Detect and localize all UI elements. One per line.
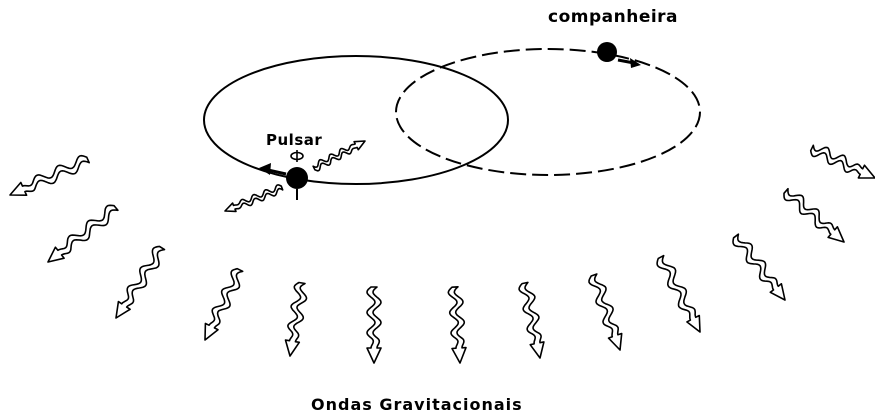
gravitational-wave-arrow-icon [205, 269, 243, 340]
companion-star [597, 42, 617, 62]
gravitational-wave-arrow-icon [286, 283, 307, 357]
pulsar-star [286, 167, 308, 189]
gravitational-waves [10, 145, 875, 363]
gravitational-wave-arrow-icon [10, 156, 89, 196]
gravitational-wave-arrow-icon [448, 287, 466, 363]
pulsar-label: Pulsar [266, 131, 322, 149]
gravitational-wave-arrow-icon [48, 205, 118, 262]
gravitational-wave-arrow-icon [657, 256, 700, 332]
gravitational-wave-arrow-icon [589, 274, 622, 350]
pulsar-orbit [204, 56, 508, 184]
pulsar-beam-lower [225, 185, 283, 212]
companion-velocity-arrow [618, 58, 641, 68]
gravitational-wave-arrow-icon [519, 282, 544, 358]
companion-label: companheira [548, 7, 678, 27]
gravitational-wave-arrow-icon [811, 145, 875, 178]
spin-icon [291, 150, 303, 162]
gravitational-wave-arrow-icon [784, 189, 844, 242]
waves-label: Ondas Gravitacionais [311, 395, 523, 414]
gravitational-wave-arrow-icon [367, 287, 381, 363]
companion-orbit [396, 49, 700, 175]
gravitational-wave-arrow-icon [116, 246, 165, 318]
gravitational-wave-arrow-icon [733, 234, 785, 300]
